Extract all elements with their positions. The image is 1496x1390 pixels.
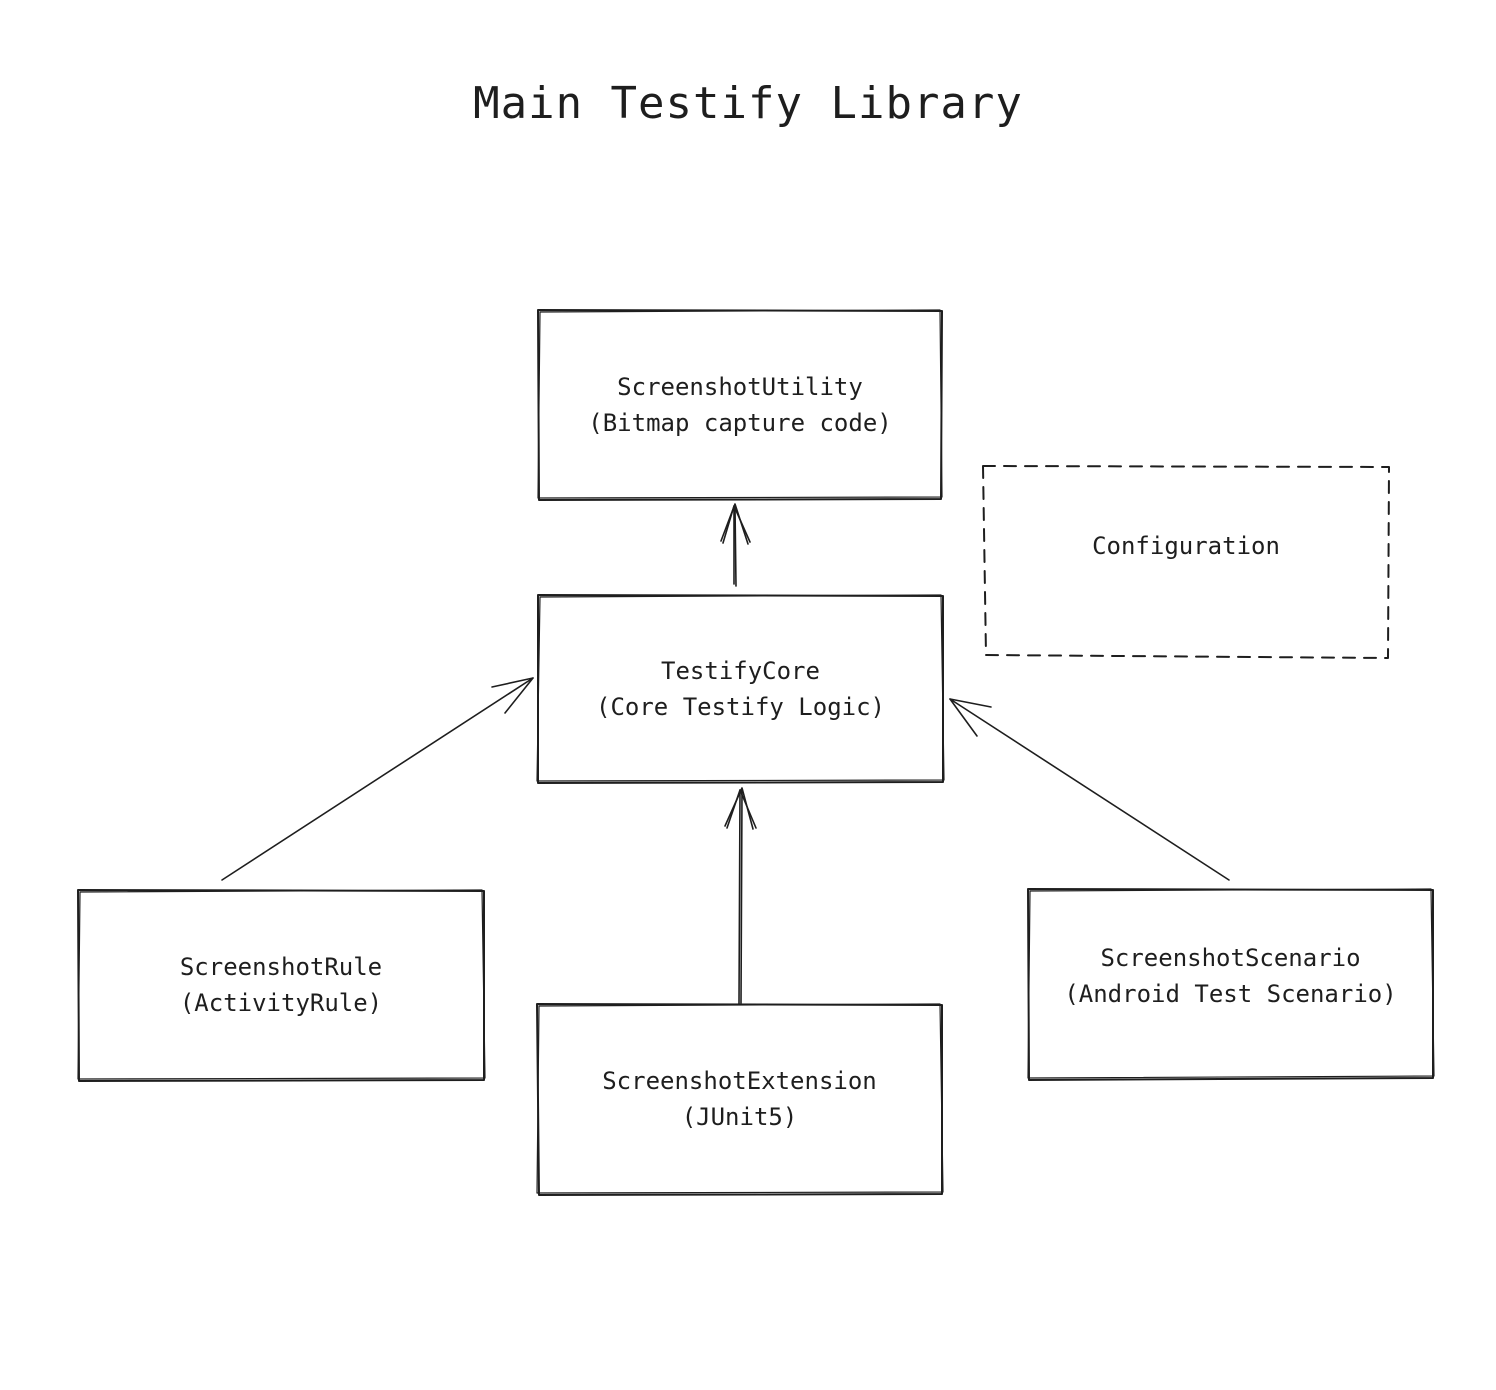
arrow-rule-to-core bbox=[221, 677, 534, 881]
screenshot-rule-label: ScreenshotRule (ActivityRule) bbox=[78, 890, 484, 1080]
screenshot-extension-name: ScreenshotExtension bbox=[602, 1067, 877, 1095]
configuration-box[interactable] bbox=[982, 465, 1390, 659]
testify-core-desc: (Core Testify Logic) bbox=[596, 693, 885, 721]
arrow-extension-to-core bbox=[724, 787, 757, 1005]
screenshot-scenario-box[interactable] bbox=[1027, 888, 1435, 1081]
arrow-scenario-to-core bbox=[949, 698, 1230, 881]
screenshot-extension-box[interactable] bbox=[536, 1003, 944, 1196]
screenshot-utility-label: ScreenshotUtility (Bitmap capture code) bbox=[538, 310, 942, 500]
arrow-core-to-utility bbox=[720, 503, 751, 587]
screenshot-utility-desc: (Bitmap capture code) bbox=[588, 409, 892, 437]
screenshot-rule-desc: (ActivityRule) bbox=[179, 989, 383, 1017]
configuration-label: Configuration bbox=[984, 466, 1388, 626]
screenshot-rule-box[interactable] bbox=[77, 889, 486, 1082]
diagram-title: Main Testify Library bbox=[473, 78, 1023, 129]
screenshot-extension-label: ScreenshotExtension (JUnit5) bbox=[537, 1004, 942, 1194]
screenshot-utility-name: ScreenshotUtility bbox=[617, 373, 863, 401]
screenshot-extension-desc: (JUnit5) bbox=[681, 1103, 798, 1131]
screenshot-scenario-desc: (Android Test Scenario) bbox=[1064, 980, 1397, 1008]
testify-core-label: TestifyCore (Core Testify Logic) bbox=[538, 595, 943, 783]
screenshot-scenario-label: ScreenshotScenario (Android Test Scenari… bbox=[1028, 889, 1433, 1063]
configuration-name: Configuration bbox=[1092, 532, 1280, 560]
screenshot-scenario-name: ScreenshotScenario bbox=[1100, 944, 1361, 972]
screenshot-utility-box[interactable] bbox=[537, 309, 943, 501]
testify-core-box[interactable] bbox=[536, 594, 945, 784]
testify-core-name: TestifyCore bbox=[661, 657, 820, 685]
screenshot-rule-name: ScreenshotRule bbox=[179, 953, 383, 981]
